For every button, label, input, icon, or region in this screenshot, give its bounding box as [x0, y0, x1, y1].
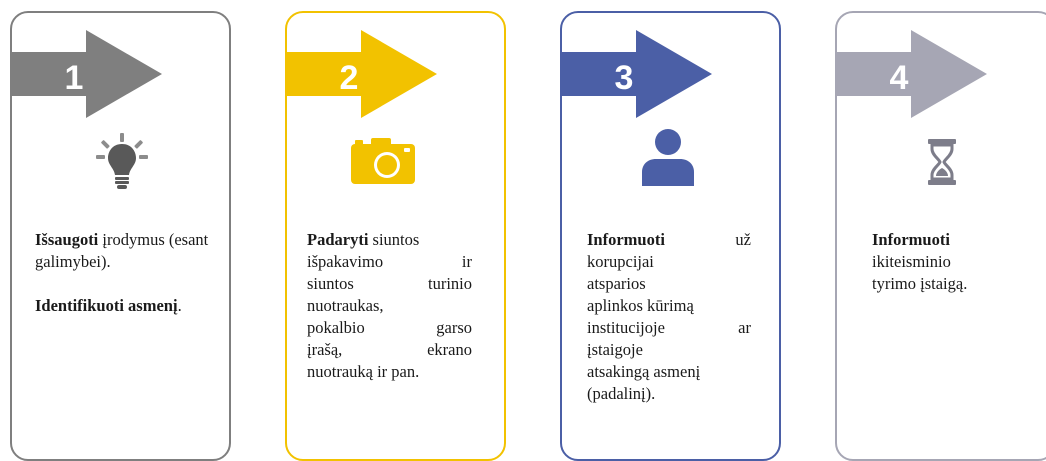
step-3-line: Informuoti už — [587, 229, 751, 251]
step-number-3: 3 — [614, 59, 634, 97]
step-2-word: įrašą, — [307, 340, 343, 359]
step-card-2 — [285, 11, 506, 461]
person-icon — [642, 129, 694, 186]
process-diagram: { "steps": [ { "number": "1", "icon": "l… — [10, 11, 1046, 461]
step-2-line: išpakavimo ir — [307, 251, 472, 273]
step-2-line: nuotraukas, — [307, 296, 384, 315]
step-2-word: pokalbio — [307, 318, 365, 337]
step-1-action-2: Identifikuoti asmenį — [35, 296, 178, 315]
step-3-line: atsakingą asmenį — [587, 362, 701, 381]
step-arrow-2 — [285, 30, 437, 118]
step-2-word: išpakavimo — [307, 252, 384, 271]
step-1-action: Išsaugoti — [35, 230, 99, 249]
step-3-line: aplinkos kūrimą — [587, 296, 694, 315]
step-number-1: 1 — [64, 59, 84, 97]
step-2-action: Padaryti — [307, 230, 369, 249]
step-2-word: turinio — [428, 274, 472, 293]
step-2-word: ekrano — [427, 340, 472, 359]
step-4-action: Informuoti — [872, 230, 950, 249]
step-3-word: ar — [738, 318, 751, 337]
step-1-body-2: . — [177, 296, 182, 315]
step-number-4: 4 — [889, 59, 909, 97]
step-text-1: Išsaugoti įrodymus (esant galimybei). Id… — [35, 229, 215, 317]
step-2-line: įrašą, ekrano — [307, 339, 472, 361]
hourglass-icon — [928, 139, 956, 185]
step-number-2: 2 — [339, 59, 359, 97]
step-2-body: siuntos — [368, 230, 420, 249]
step-2-word: garso — [436, 318, 472, 337]
step-3-word: institucijoje — [587, 318, 665, 337]
step-3-line: korupcijai — [587, 252, 654, 271]
step-arrow-1 — [10, 30, 162, 118]
step-3-line: įstaigoje — [587, 340, 643, 359]
step-text-3: Informuoti už korupcijai atsparios aplink… — [587, 229, 751, 405]
step-2-line: pokalbio garso — [307, 317, 472, 339]
step-text-2: Padaryti siuntos išpakavimo ir siuntos tur… — [307, 229, 472, 383]
step-3-line: atsparios — [587, 274, 646, 293]
step-2-word: siuntos — [307, 274, 354, 293]
step-2-line: siuntos turinio — [307, 273, 472, 295]
step-4-line: ikiteisminio — [872, 252, 951, 271]
camera-icon — [351, 138, 415, 184]
step-3-word: už — [735, 230, 751, 249]
lightbulb-icon — [96, 133, 148, 189]
step-arrow-4 — [835, 30, 987, 118]
step-text-4: Informuoti ikiteisminio tyrimo įstaigą. — [872, 229, 1022, 295]
step-2-line: nuotrauką ir pan. — [307, 362, 420, 381]
step-2-word: ir — [461, 252, 472, 271]
step-3-line: institucijoje ar — [587, 317, 751, 339]
step-4-line: tyrimo įstaigą. — [872, 274, 968, 293]
step-arrow-3 — [560, 30, 712, 118]
step-3-line: (padalinį). — [587, 384, 656, 403]
step-1-body: įrodymus (esant galimybei). — [35, 230, 209, 271]
step-3-action: Informuoti — [587, 230, 665, 249]
